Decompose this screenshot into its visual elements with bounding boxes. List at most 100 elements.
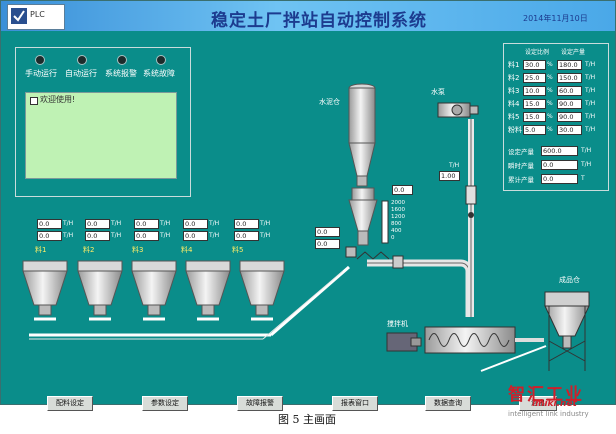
- cement-silo-label: 水泥仓: [319, 98, 340, 106]
- weigh-hopper[interactable]: [348, 187, 378, 246]
- spec-output-input[interactable]: 180.0: [557, 60, 582, 70]
- feeder-unit: T/H: [63, 232, 74, 239]
- nav-button-4[interactable]: 数据查询: [425, 396, 471, 411]
- spec-header-output: 设定产量: [561, 49, 586, 56]
- company-logo: PLC: [7, 4, 65, 30]
- spec-ratio-input[interactable]: 30.0: [523, 60, 546, 70]
- spec-row-label: 料5: [508, 113, 520, 121]
- feeder-actual: 0.0: [134, 231, 159, 241]
- nav-button-1[interactable]: 参数设定: [142, 396, 188, 411]
- feeder-setpoint[interactable]: 0.0: [234, 219, 259, 229]
- watermark-tagline: intelligent link industry: [508, 410, 589, 418]
- nav-button-0[interactable]: 配料设定: [47, 396, 93, 411]
- mode-indicator-auto[interactable]: [77, 55, 87, 65]
- spec-ratio-unit: %: [547, 61, 553, 68]
- spec-output-unit: T/H: [585, 100, 596, 107]
- spec-ratio-unit: %: [547, 87, 553, 94]
- spec-ratio-unit: %: [547, 113, 553, 120]
- total-unit: T: [581, 175, 585, 182]
- feeder-actual: 0.0: [183, 231, 208, 241]
- spec-output-input[interactable]: 60.0: [557, 86, 582, 96]
- water-pump[interactable]: [437, 102, 479, 118]
- spec-header-ratio: 设定比例: [525, 49, 550, 56]
- mixer[interactable]: [386, 326, 544, 354]
- control-panel: [15, 47, 191, 197]
- spec-ratio-unit: %: [547, 126, 553, 133]
- nav-button-2[interactable]: 故障报警: [237, 396, 283, 411]
- page-title: 稳定土厂拌站自动控制系统: [211, 11, 427, 31]
- spec-ratio-input[interactable]: 25.0: [523, 73, 546, 83]
- spec-output-unit: T/H: [585, 87, 596, 94]
- total-value[interactable]: 600.0: [541, 146, 578, 156]
- total-value[interactable]: 0.0: [541, 174, 578, 184]
- nav-button-3[interactable]: 报表窗口: [332, 396, 378, 411]
- feeder-label: 料5: [232, 246, 244, 254]
- scale-tick-label: 0: [391, 235, 395, 241]
- total-unit: T/H: [581, 161, 592, 168]
- feeder-actual: 0.0: [234, 231, 259, 241]
- feeder-setpoint[interactable]: 0.0: [85, 219, 110, 229]
- screw-conveyor[interactable]: [345, 246, 473, 317]
- screw-value-1: 0.0: [315, 227, 340, 237]
- figure-caption: 图 5 主画面: [278, 413, 336, 426]
- nav-button-5[interactable]: 退出: [519, 396, 557, 411]
- product-silo-label: 成品仓: [559, 276, 580, 284]
- feeder-setpoint[interactable]: 0.0: [37, 219, 62, 229]
- spec-output-unit: T/H: [585, 113, 596, 120]
- total-value[interactable]: 0.0: [541, 160, 578, 170]
- weight-scale-bar: [381, 200, 389, 244]
- mode-label-alarm: 系统报警: [105, 69, 137, 78]
- message-icon: [30, 97, 38, 105]
- scale-tick-label: 1600: [391, 207, 405, 213]
- belt-conveyor[interactable]: [29, 265, 547, 372]
- total-label: 设定产量: [508, 148, 534, 156]
- feeder-unit: T/H: [209, 220, 220, 227]
- feeder-unit: T/H: [209, 232, 220, 239]
- feeder-setpoint[interactable]: 0.0: [183, 219, 208, 229]
- screw-value-2: 0.0: [315, 239, 340, 249]
- mode-label-fault: 系统故障: [143, 69, 175, 78]
- spec-ratio-input[interactable]: 15.0: [523, 112, 546, 122]
- spec-output-input[interactable]: 90.0: [557, 99, 582, 109]
- spec-output-input[interactable]: 30.0: [557, 125, 582, 135]
- feeder-actual: 0.0: [37, 231, 62, 241]
- feeder-unit: T/H: [260, 232, 271, 239]
- scale-tick-label: 400: [391, 228, 402, 234]
- silo-flow-value: 0.0: [392, 185, 413, 195]
- cement-silo[interactable]: [348, 83, 376, 187]
- mode-indicator-fault[interactable]: [156, 55, 166, 65]
- mode-indicator-manual[interactable]: [35, 55, 45, 65]
- feeder-unit: T/H: [160, 232, 171, 239]
- feeder-unit: T/H: [260, 220, 271, 227]
- process-diagram: [22, 83, 590, 372]
- spec-ratio-unit: %: [547, 100, 553, 107]
- feeder-setpoint[interactable]: 0.0: [134, 219, 159, 229]
- water-pipe[interactable]: [465, 119, 477, 317]
- feeder-unit: T/H: [111, 220, 122, 227]
- spec-ratio-unit: %: [547, 74, 553, 81]
- feeder-label: 料1: [35, 246, 47, 254]
- spec-output-input[interactable]: 150.0: [557, 73, 582, 83]
- spec-ratio-input[interactable]: 15.0: [523, 99, 546, 109]
- feeder-unit: T/H: [111, 232, 122, 239]
- product-silo[interactable]: [544, 291, 590, 371]
- logo-text: PLC: [30, 10, 45, 19]
- spec-ratio-input[interactable]: 5.0: [523, 125, 546, 135]
- mode-indicator-alarm[interactable]: [117, 55, 127, 65]
- title-bar: PLC 稳定土厂拌站自动控制系统 2014年11月10日: [1, 1, 615, 31]
- total-label: 瞬时产量: [508, 162, 534, 170]
- spec-output-input[interactable]: 90.0: [557, 112, 582, 122]
- feeder-unit: T/H: [160, 220, 171, 227]
- feeder-label: 料2: [83, 246, 95, 254]
- message-box: 欢迎使用!: [25, 92, 177, 179]
- aggregate-hoppers[interactable]: [22, 260, 285, 321]
- feeder-actual: 0.0: [85, 231, 110, 241]
- spec-row-label: 料2: [508, 74, 520, 82]
- spec-row-label: 料4: [508, 100, 520, 108]
- mode-label-auto: 自动运行: [65, 69, 97, 78]
- spec-output-unit: T/H: [585, 126, 596, 133]
- scale-tick-label: 800: [391, 221, 402, 227]
- spec-ratio-input[interactable]: 10.0: [523, 86, 546, 96]
- scale-tick-label: 1200: [391, 214, 405, 220]
- spec-row-label: 料1: [508, 61, 520, 69]
